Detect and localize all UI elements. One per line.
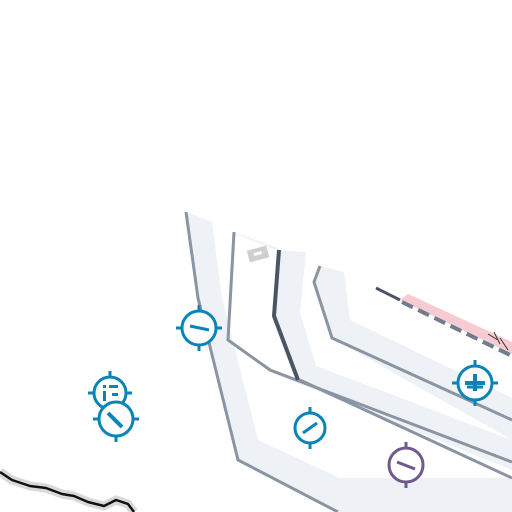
- label-tag: [246, 245, 270, 263]
- road-outer: [184, 211, 512, 512]
- road-middle: [226, 231, 512, 470]
- map-marker-plus-icon[interactable]: [452, 360, 498, 406]
- road-edge-lower: [299, 378, 512, 480]
- map-marker-slash-icon[interactable]: [293, 407, 327, 449]
- map-marker-arrow-icon[interactable]: [93, 400, 139, 442]
- map-marker-line-icon[interactable]: [176, 305, 222, 351]
- rail-line: [271, 249, 300, 381]
- hatch-marks: [487, 331, 509, 351]
- dashed-rail: [375, 286, 512, 358]
- map-marker-purple-line-icon[interactable]: [387, 442, 425, 488]
- pink-zone: [400, 294, 512, 354]
- boundary-line: [0, 468, 138, 512]
